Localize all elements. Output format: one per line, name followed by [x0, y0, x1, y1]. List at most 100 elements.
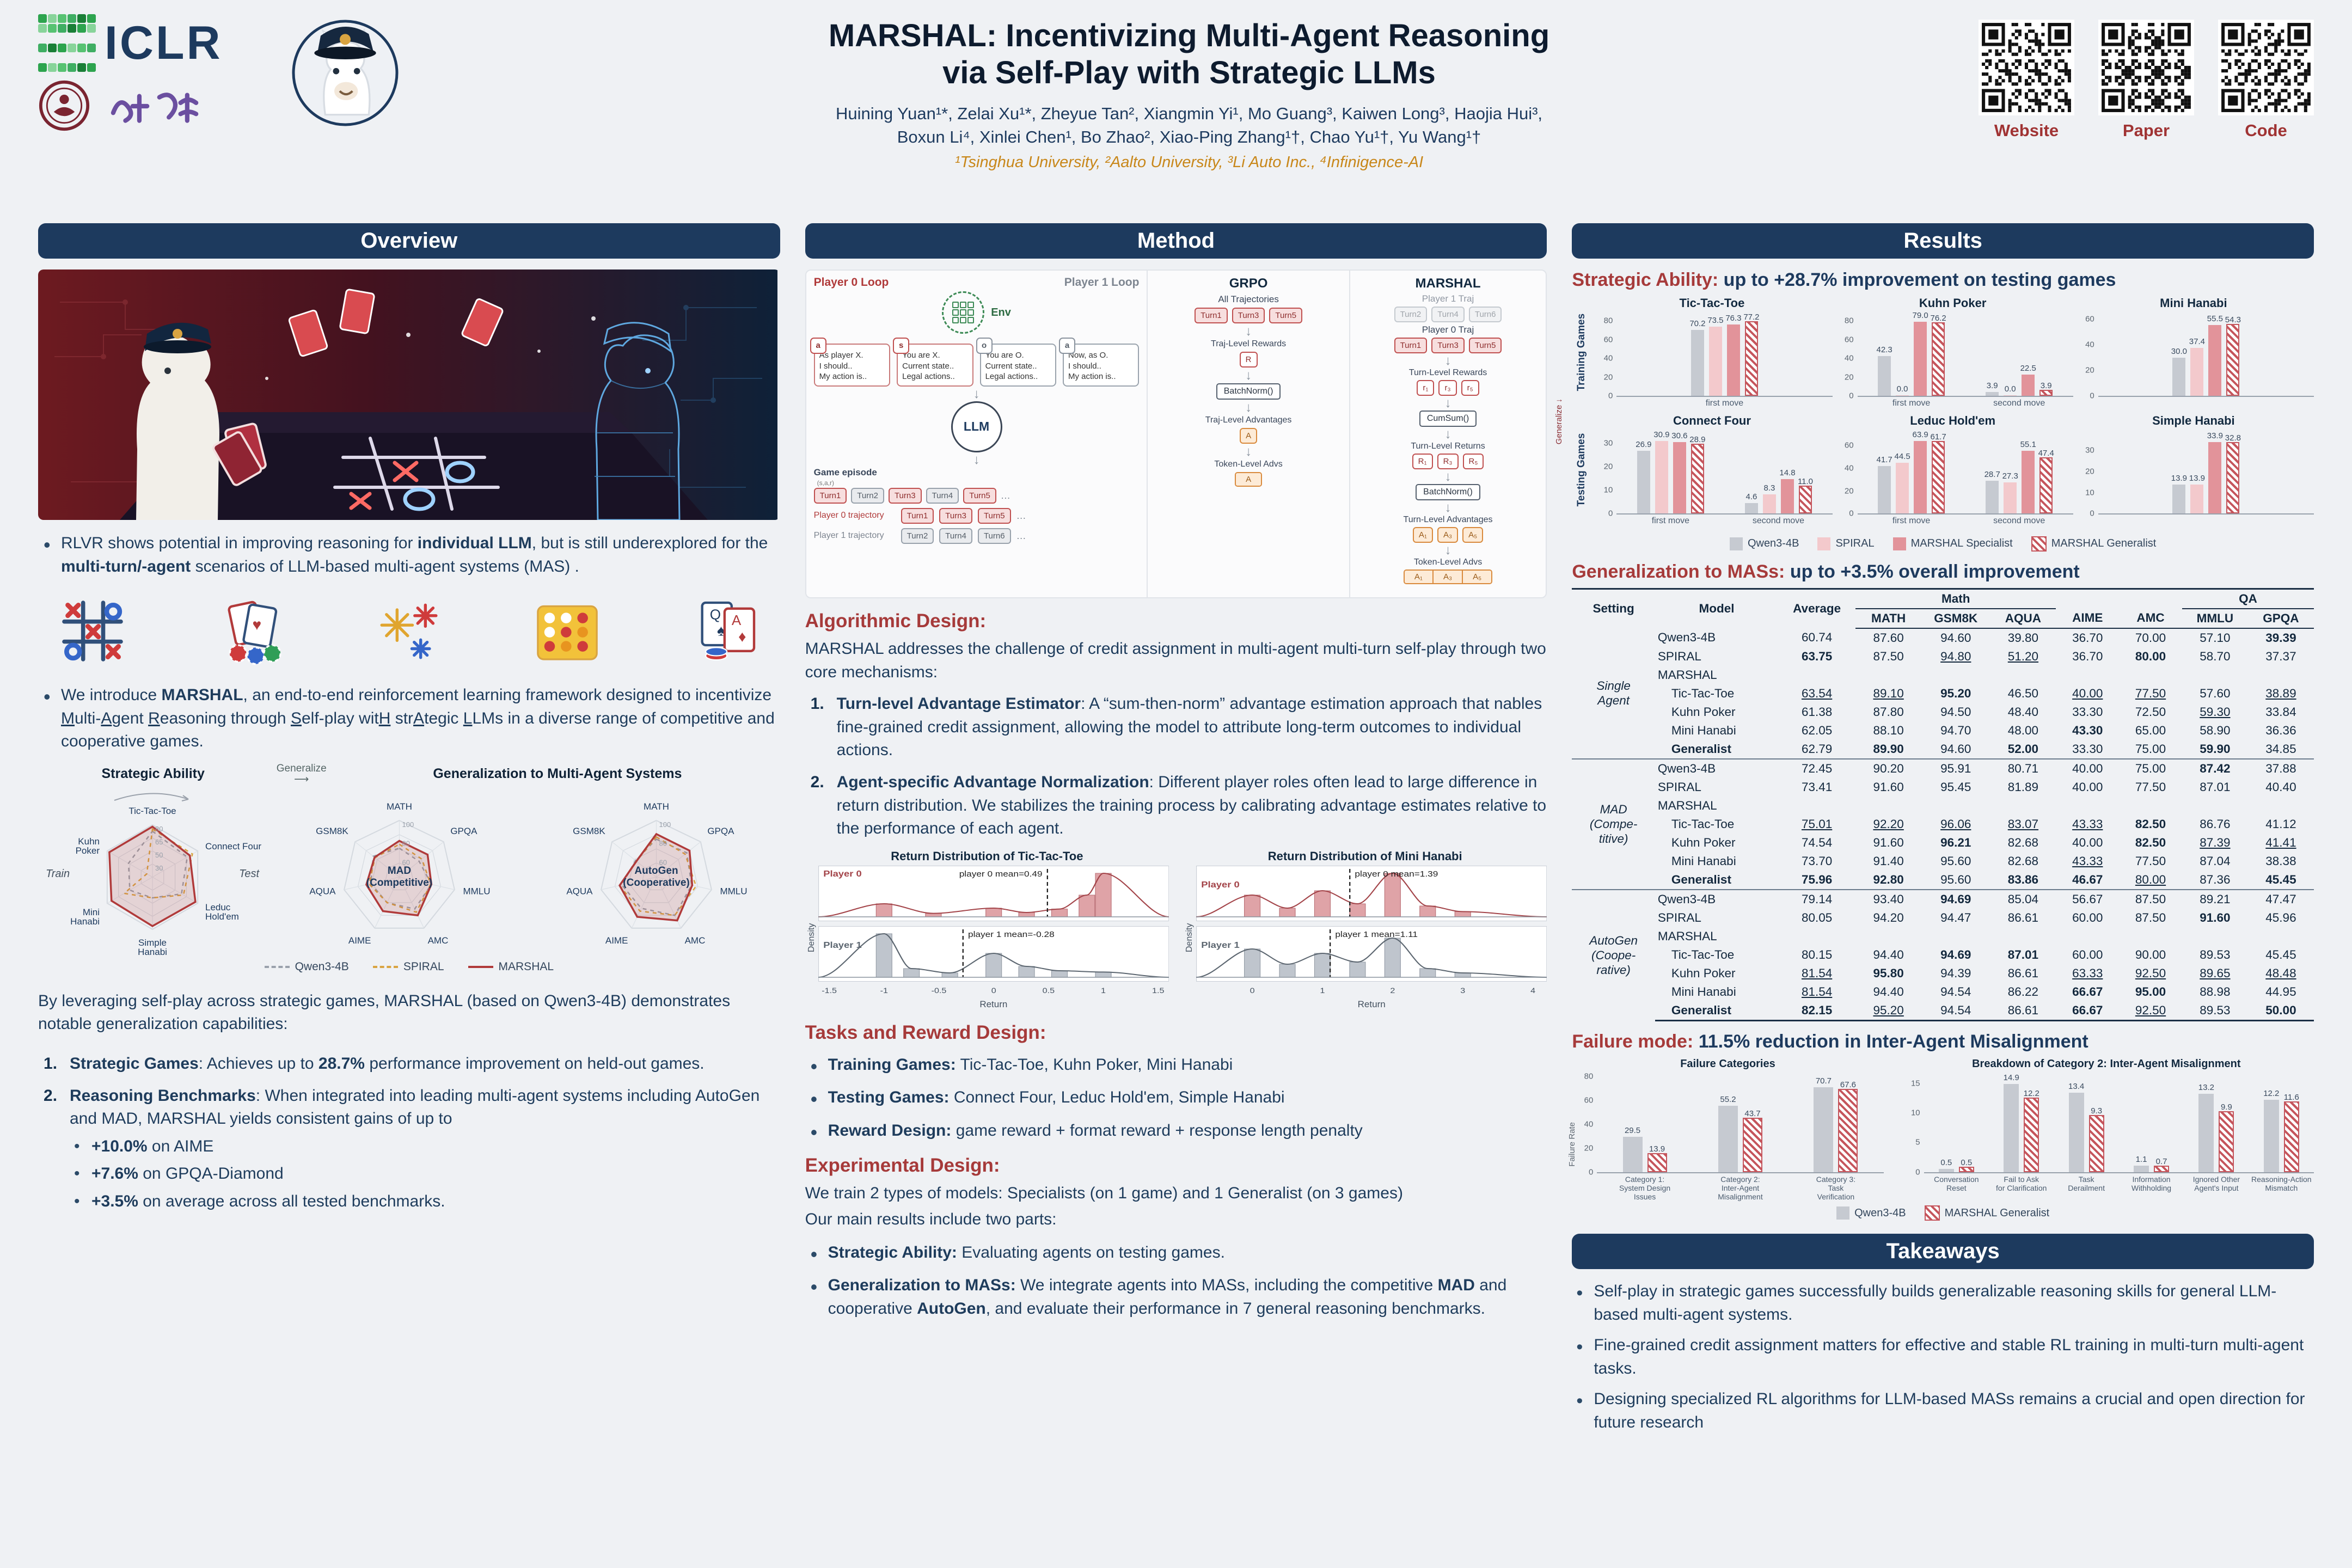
column-header: [2119, 587, 2182, 609]
svg-text:GSM8K: GSM8K: [316, 826, 348, 836]
value-cell: 94.60: [1940, 630, 1971, 645]
bar-slot: 32.8: [2225, 429, 2241, 514]
bar-slot: 13.2: [2197, 1071, 2215, 1172]
bar-slot: 47.4: [2038, 429, 2054, 514]
turn-chip: Turn1(s,a,r): [813, 479, 847, 504]
value-cell: 57.10: [2200, 630, 2231, 645]
subpoint-gpqa-text: +7.6% on GPQA-Diamond: [91, 1165, 284, 1183]
value-cell: 89.21: [2182, 889, 2248, 909]
value-cell: 90.00: [2135, 947, 2166, 961]
bar-value-label: 43.7: [1744, 1108, 1761, 1118]
y-tick: 60: [1844, 335, 1854, 345]
bar-value-label: 73.5: [1707, 316, 1724, 326]
value-cell: 51.20: [2007, 649, 2039, 663]
return-axis-label: Return: [1357, 999, 1386, 1009]
message-tag: s: [893, 338, 910, 354]
qr-paper-icon: [2098, 20, 2194, 115]
svg-text:(Competitive): (Competitive): [366, 877, 432, 889]
title-block: MARSHAL: Incentivizing Multi-Agent Reaso…: [418, 14, 1960, 171]
hero-llama-right: [595, 322, 681, 520]
value-cell: 89.65: [2200, 966, 2231, 980]
svg-text:0.5: 0.5: [1042, 987, 1054, 995]
column-header: AMC: [2119, 608, 2182, 629]
value-cell: 94.20: [1873, 910, 1904, 924]
bar-slot: 55.1: [2020, 429, 2036, 514]
empty-cell: [2119, 927, 2182, 946]
svg-text:100: 100: [659, 820, 671, 829]
flow-chips: A: [1240, 427, 1258, 444]
env-label: Env: [991, 306, 1011, 318]
chart-title: Leduc Hold'em: [1910, 414, 1996, 428]
group-label: first move: [1892, 516, 1931, 526]
value-cell: 41.41: [2265, 835, 2296, 849]
value-cell: 94.40: [1873, 947, 1904, 961]
radar-series-SPIRAL: [122, 828, 193, 899]
value-cell: 36.70: [2072, 630, 2103, 645]
value-cell: 82.50: [2135, 817, 2166, 831]
hero-illustration: [38, 270, 780, 520]
svg-text:A: A: [731, 612, 741, 628]
subpoint-average-text: +3.5% on average across all tested bench…: [91, 1192, 445, 1210]
turn-chip: Turn5: [1468, 338, 1502, 353]
message-text: Now, as O. I should.. My action is..: [1068, 351, 1116, 381]
results-header-label: Results: [1903, 229, 1982, 253]
svg-text:1.5: 1.5: [1152, 987, 1164, 995]
bar-value-label: 70.7: [1815, 1076, 1832, 1086]
overview-points: Strategic Games: Achieves up to 28.7% pe…: [38, 1052, 780, 1214]
group-label: Task Derailment: [2068, 1174, 2105, 1192]
overview-bullet-1-text: RLVR shows potential in improving reason…: [61, 534, 768, 575]
y-tick: 20: [1844, 486, 1854, 495]
bar-slot: 28.9: [1689, 429, 1706, 514]
bar-value-label: 3.9: [1986, 381, 1998, 391]
bar-value-label: 0.7: [2155, 1157, 2167, 1167]
y-tick: 15: [1910, 1079, 1920, 1088]
value-cell: 87.80: [1873, 705, 1904, 719]
subpoint-aime: +10.0% on AIME: [70, 1135, 780, 1159]
svg-text:0: 0: [991, 987, 996, 995]
turn-chip: Turn6: [1468, 307, 1502, 322]
bar-slot: 26.9: [1636, 429, 1652, 514]
bar-marshal-specialist: [1914, 440, 1927, 514]
turn-chip: Turn5: [963, 487, 996, 504]
panel-subtitle: All Trajectories: [1218, 294, 1279, 304]
value-cell: 93.40: [1855, 889, 1922, 909]
y-tick: 40: [1603, 353, 1613, 363]
generalization-heading: Generalization to MASs: up to +3.5% over…: [1572, 561, 2314, 583]
takeaways-list: Self-play in strategic games successfull…: [1572, 1280, 2314, 1435]
legend-item-marshal-generalist: MARSHAL Generalist: [1924, 1205, 2049, 1221]
value-cell: 87.50: [1873, 649, 1904, 663]
chart-title: Breakdown of Category 2: Inter-Agent Mis…: [1972, 1057, 2241, 1070]
group-label: first move: [1705, 399, 1744, 408]
strategic-ability-heading: Strategic Ability: up to +28.7% improvem…: [1572, 270, 2314, 291]
bar-qwen3-4b: [1814, 1087, 1834, 1172]
player0-traj-label: Player 0 Traj: [1422, 324, 1474, 335]
bar-value-label: 13.9: [2189, 473, 2205, 483]
bar-value-label: 47.4: [2038, 449, 2054, 458]
bar-slot: 13.9: [2189, 429, 2205, 514]
generalize-side-arrow: Generalize ↓: [1554, 398, 1564, 444]
y-tick: 0: [1608, 509, 1613, 518]
down-arrow: ↓: [1444, 395, 1451, 411]
value-cell: 73.41: [1801, 780, 1833, 794]
bar-value-label: 0.5: [1940, 1158, 1952, 1168]
value-cell: 80.15: [1801, 947, 1833, 961]
value-cell: 65.00: [2135, 723, 2166, 737]
bar-slot: 42.3: [1876, 311, 1892, 396]
bar-value-label: 9.9: [2220, 1102, 2232, 1112]
